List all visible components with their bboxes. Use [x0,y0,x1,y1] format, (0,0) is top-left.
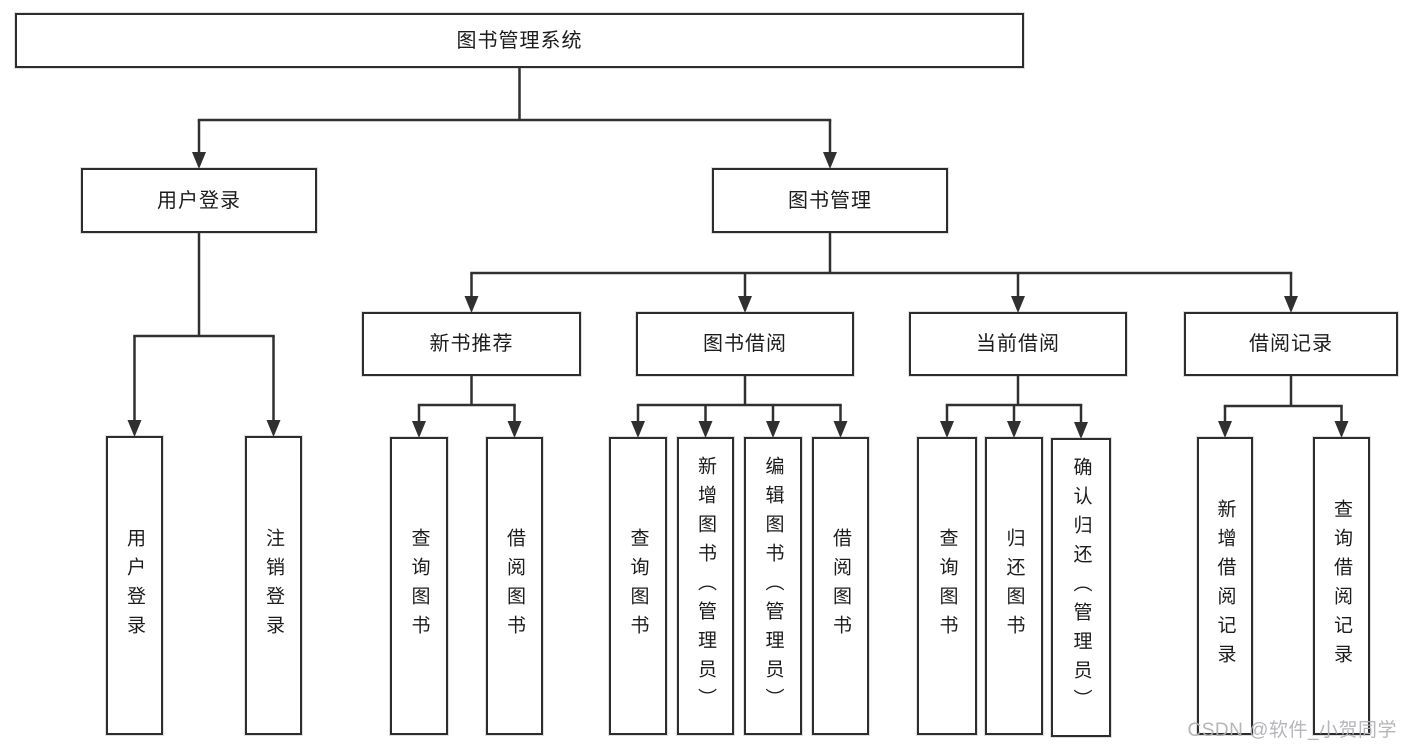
node-label-user-login: 用户登录 [157,189,241,212]
node-label-new-book-rec: 新书推荐 [429,333,514,355]
node-label-v-add-record: 新增借阅记录 [1214,499,1236,673]
node-new-book-rec: 新书推荐 [362,312,581,376]
node-root: 图书管理系统 [15,13,1024,68]
node-current-borrow: 当前借阅 [909,312,1127,376]
node-label-v-query-record: 查询借阅记录 [1331,499,1352,673]
watermark: CSDN @软件_小贺同学 [1187,720,1397,741]
node-v-query-book-3: 查询图书 [917,437,977,735]
node-label-book-mgmt: 图书管理 [788,189,872,212]
node-label-v-borrow-book-2: 借阅图书 [830,528,851,644]
node-v-add-record: 新增借阅记录 [1197,437,1253,735]
node-v-query-book-1: 查询图书 [390,437,448,735]
node-v-edit-book: 编辑图书（管理员） [744,437,802,735]
node-v-borrow-book-1: 借阅图书 [486,437,543,735]
node-v-return-book: 归还图书 [985,437,1043,735]
node-label-v-edit-book: 编辑图书（管理员） [762,455,784,717]
node-book-mgmt: 图书管理 [712,168,948,233]
node-v-logout: 注销登录 [245,436,302,735]
node-label-v-logout: 注销登录 [263,527,284,644]
node-user-login: 用户登录 [81,168,317,233]
node-label-v-add-book: 新增图书（管理员） [695,455,716,717]
node-label-v-query-book-1: 查询图书 [408,528,430,644]
node-v-query-book-2: 查询图书 [609,437,667,735]
node-v-confirm-return: 确认归还（管理员） [1051,438,1111,737]
node-label-v-borrow-book-1: 借阅图书 [504,528,525,644]
node-borrow-records: 借阅记录 [1184,312,1398,376]
node-v-borrow-book-2: 借阅图书 [812,437,869,735]
node-v-user-login: 用户登录 [106,436,163,735]
node-label-v-user-login: 用户登录 [124,527,145,644]
node-label-v-query-book-2: 查询图书 [627,528,649,644]
node-label-root: 图书管理系统 [456,29,583,52]
node-label-v-return-book: 归还图书 [1003,528,1025,644]
node-label-book-borrow: 图书借阅 [703,333,787,355]
node-label-v-confirm-return: 确认归还（管理员） [1070,457,1092,718]
node-label-borrow-records: 借阅记录 [1249,333,1333,355]
node-v-query-record: 查询借阅记录 [1313,437,1370,735]
node-book-borrow: 图书借阅 [636,312,854,376]
node-label-current-borrow: 当前借阅 [976,333,1060,355]
node-v-add-book: 新增图书（管理员） [677,437,734,735]
node-label-v-query-book-3: 查询图书 [936,528,958,644]
